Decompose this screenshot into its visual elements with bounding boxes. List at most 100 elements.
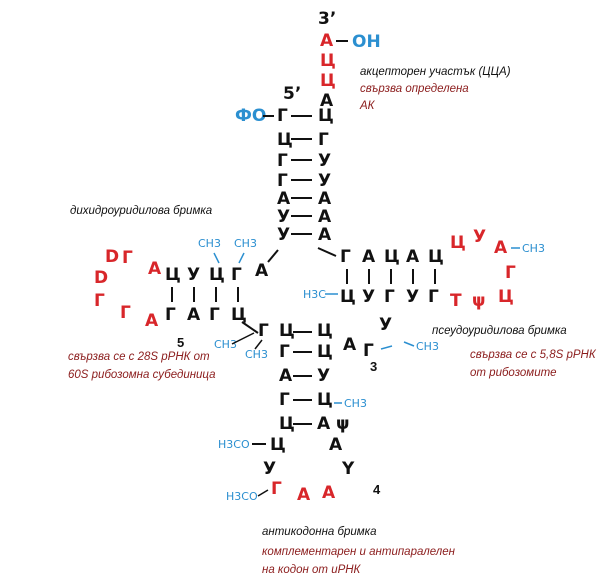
pseudo-function-line-2: от рибозомите	[470, 367, 557, 379]
base-t-top-1: Г	[340, 247, 351, 267]
base-acceptor-3-6: А	[318, 207, 332, 227]
base-t-bottom-1: Ц	[340, 287, 356, 307]
base-anticodon-loop-y: Y	[341, 459, 355, 479]
base-anticodon-3-4: Ц	[317, 390, 333, 410]
base-anticodon-5-2: Г	[279, 342, 290, 362]
base-variable-1: А	[343, 335, 357, 355]
base-t-top-2: А	[362, 247, 376, 267]
base-anticodon-5-0: Ц	[279, 321, 295, 341]
methoxy-group: H3CO	[226, 490, 258, 503]
base-dhu-loop-1: А	[148, 259, 162, 279]
base-acceptor-tail-3: Ц	[320, 71, 336, 91]
phosphate-group: ФО	[235, 106, 266, 126]
base-t-bottom-4: У	[406, 287, 419, 307]
methyl-group: CH3	[198, 237, 221, 250]
oh-group: ОН	[352, 32, 381, 52]
anticodon-base-1: Г	[271, 479, 282, 499]
base-acceptor-3-5: А	[318, 189, 332, 209]
base-acceptor-tail-1: А	[320, 31, 334, 51]
bond	[267, 249, 279, 263]
region-number-5: 5	[177, 335, 184, 350]
base-dhu-loop-4: D	[94, 268, 108, 288]
dhu-loop-title: дихидроуридилова бримка	[70, 205, 212, 217]
bond	[254, 339, 263, 350]
base-dhu-loop-2: Г	[122, 248, 133, 268]
anticodon-function-line-1: комплементарен и антипаралелен	[262, 546, 456, 558]
base-dhu-top-2: У	[187, 265, 200, 285]
anticodon-base-2: А	[297, 485, 311, 505]
base-acceptor-5-7: У	[277, 225, 290, 245]
base-acceptor-tail-4: А	[320, 91, 334, 111]
anticodon-function-line-2: на кодон от иРНК	[262, 564, 362, 576]
bond	[317, 247, 337, 257]
base-dhu-top-3: Ц	[209, 265, 225, 285]
base-dhu-bottom-1: Г	[165, 305, 176, 325]
base-dhu-junction-a: А	[255, 261, 269, 281]
region-number-4: 4	[373, 482, 381, 497]
pseudo-function-line-1: свързва се с 5,8S рРНК	[470, 349, 597, 361]
base-acceptor-5-1: Г	[277, 106, 288, 126]
base-anticodon-3-1: Ц	[317, 321, 333, 341]
methyl-group: CH3	[344, 397, 367, 410]
base-t-loop-7: Т	[450, 291, 462, 311]
base-anticodon-5-1: Г	[258, 321, 269, 341]
base-dhu-bottom-2: А	[187, 305, 201, 325]
dhu-function-line-1: свързва се с 28S рРНК от	[68, 351, 210, 363]
base-t-top-4: А	[406, 247, 420, 267]
anticodon-loop-title: антикодонна бримка	[262, 526, 377, 538]
base-acceptor-5-5: А	[277, 189, 291, 209]
base-variable-3: У	[379, 315, 392, 335]
base-dhu-top-4: Г	[231, 265, 242, 285]
base-acceptor-5-4: Г	[277, 171, 288, 191]
base-anticodon-loop-1: У	[263, 459, 276, 479]
base-t-top-5: Ц	[428, 247, 444, 267]
base-acceptor-3-3: У	[318, 151, 331, 171]
bond	[257, 489, 269, 497]
bond	[241, 321, 259, 334]
methyl-group: CH3	[214, 338, 237, 351]
end-5-label: 5’	[283, 84, 301, 104]
dhu-function-line-2: 60S рибозомна субединица	[68, 369, 216, 381]
base-anticodon-psi: ψ	[336, 414, 350, 434]
methyl-group: CH3	[522, 242, 545, 255]
base-dhu-loop-3: D	[105, 247, 119, 267]
bond	[231, 332, 255, 345]
base-t-bottom-5: Г	[428, 287, 439, 307]
base-dhu-top-1: Ц	[165, 265, 181, 285]
base-acceptor-3-2: Г	[318, 130, 329, 150]
base-t-top-3: Ц	[384, 247, 400, 267]
base-anticodon-5-3: А	[279, 366, 293, 386]
base-dhu-bottom-4: Ц	[231, 305, 247, 325]
base-anticodon-3-5: А	[317, 414, 331, 434]
methyl-group: CH3	[245, 348, 268, 361]
base-anticodon-loop-a1: А	[329, 435, 343, 455]
base-acceptor-5-6: У	[277, 207, 290, 227]
base-t-loop-6: ψ	[472, 291, 486, 311]
acceptor-function-line-2: АК	[359, 100, 376, 112]
base-t-loop-1: Ц	[450, 233, 466, 253]
base-acceptor-3-7: А	[318, 225, 332, 245]
base-acceptor-5-3: Г	[277, 151, 288, 171]
pseudo-loop-title: псеудоуридилова бримка	[432, 325, 567, 337]
bond	[213, 252, 220, 264]
base-variable-2: Г	[363, 341, 374, 361]
acceptor-function-line-1: свързва определена	[360, 83, 469, 95]
base-dhu-loop-6: Г	[120, 303, 131, 323]
base-t-loop-3: А	[494, 238, 508, 258]
base-t-loop-4: Г	[505, 263, 516, 283]
base-t-loop-5: Ц	[498, 287, 514, 307]
base-anticodon-5-5: Ц	[279, 414, 295, 434]
base-acceptor-5-2: Ц	[277, 130, 293, 150]
base-anticodon-5-4: Г	[279, 390, 290, 410]
base-acceptor-3-4: У	[318, 171, 331, 191]
base-dhu-loop-7: А	[145, 311, 159, 331]
base-t-bottom-2: У	[362, 287, 375, 307]
base-anticodon-3-2: Ц	[317, 342, 333, 362]
base-t-loop-2: У	[473, 227, 486, 247]
acceptor-title: акцепторен участък (ЦЦА)	[360, 66, 511, 78]
methoxy-group: H3CO	[218, 438, 250, 451]
base-dhu-bottom-3: Г	[209, 305, 220, 325]
methyl-group: H3C	[303, 288, 326, 301]
base-t-bottom-3: Г	[384, 287, 395, 307]
